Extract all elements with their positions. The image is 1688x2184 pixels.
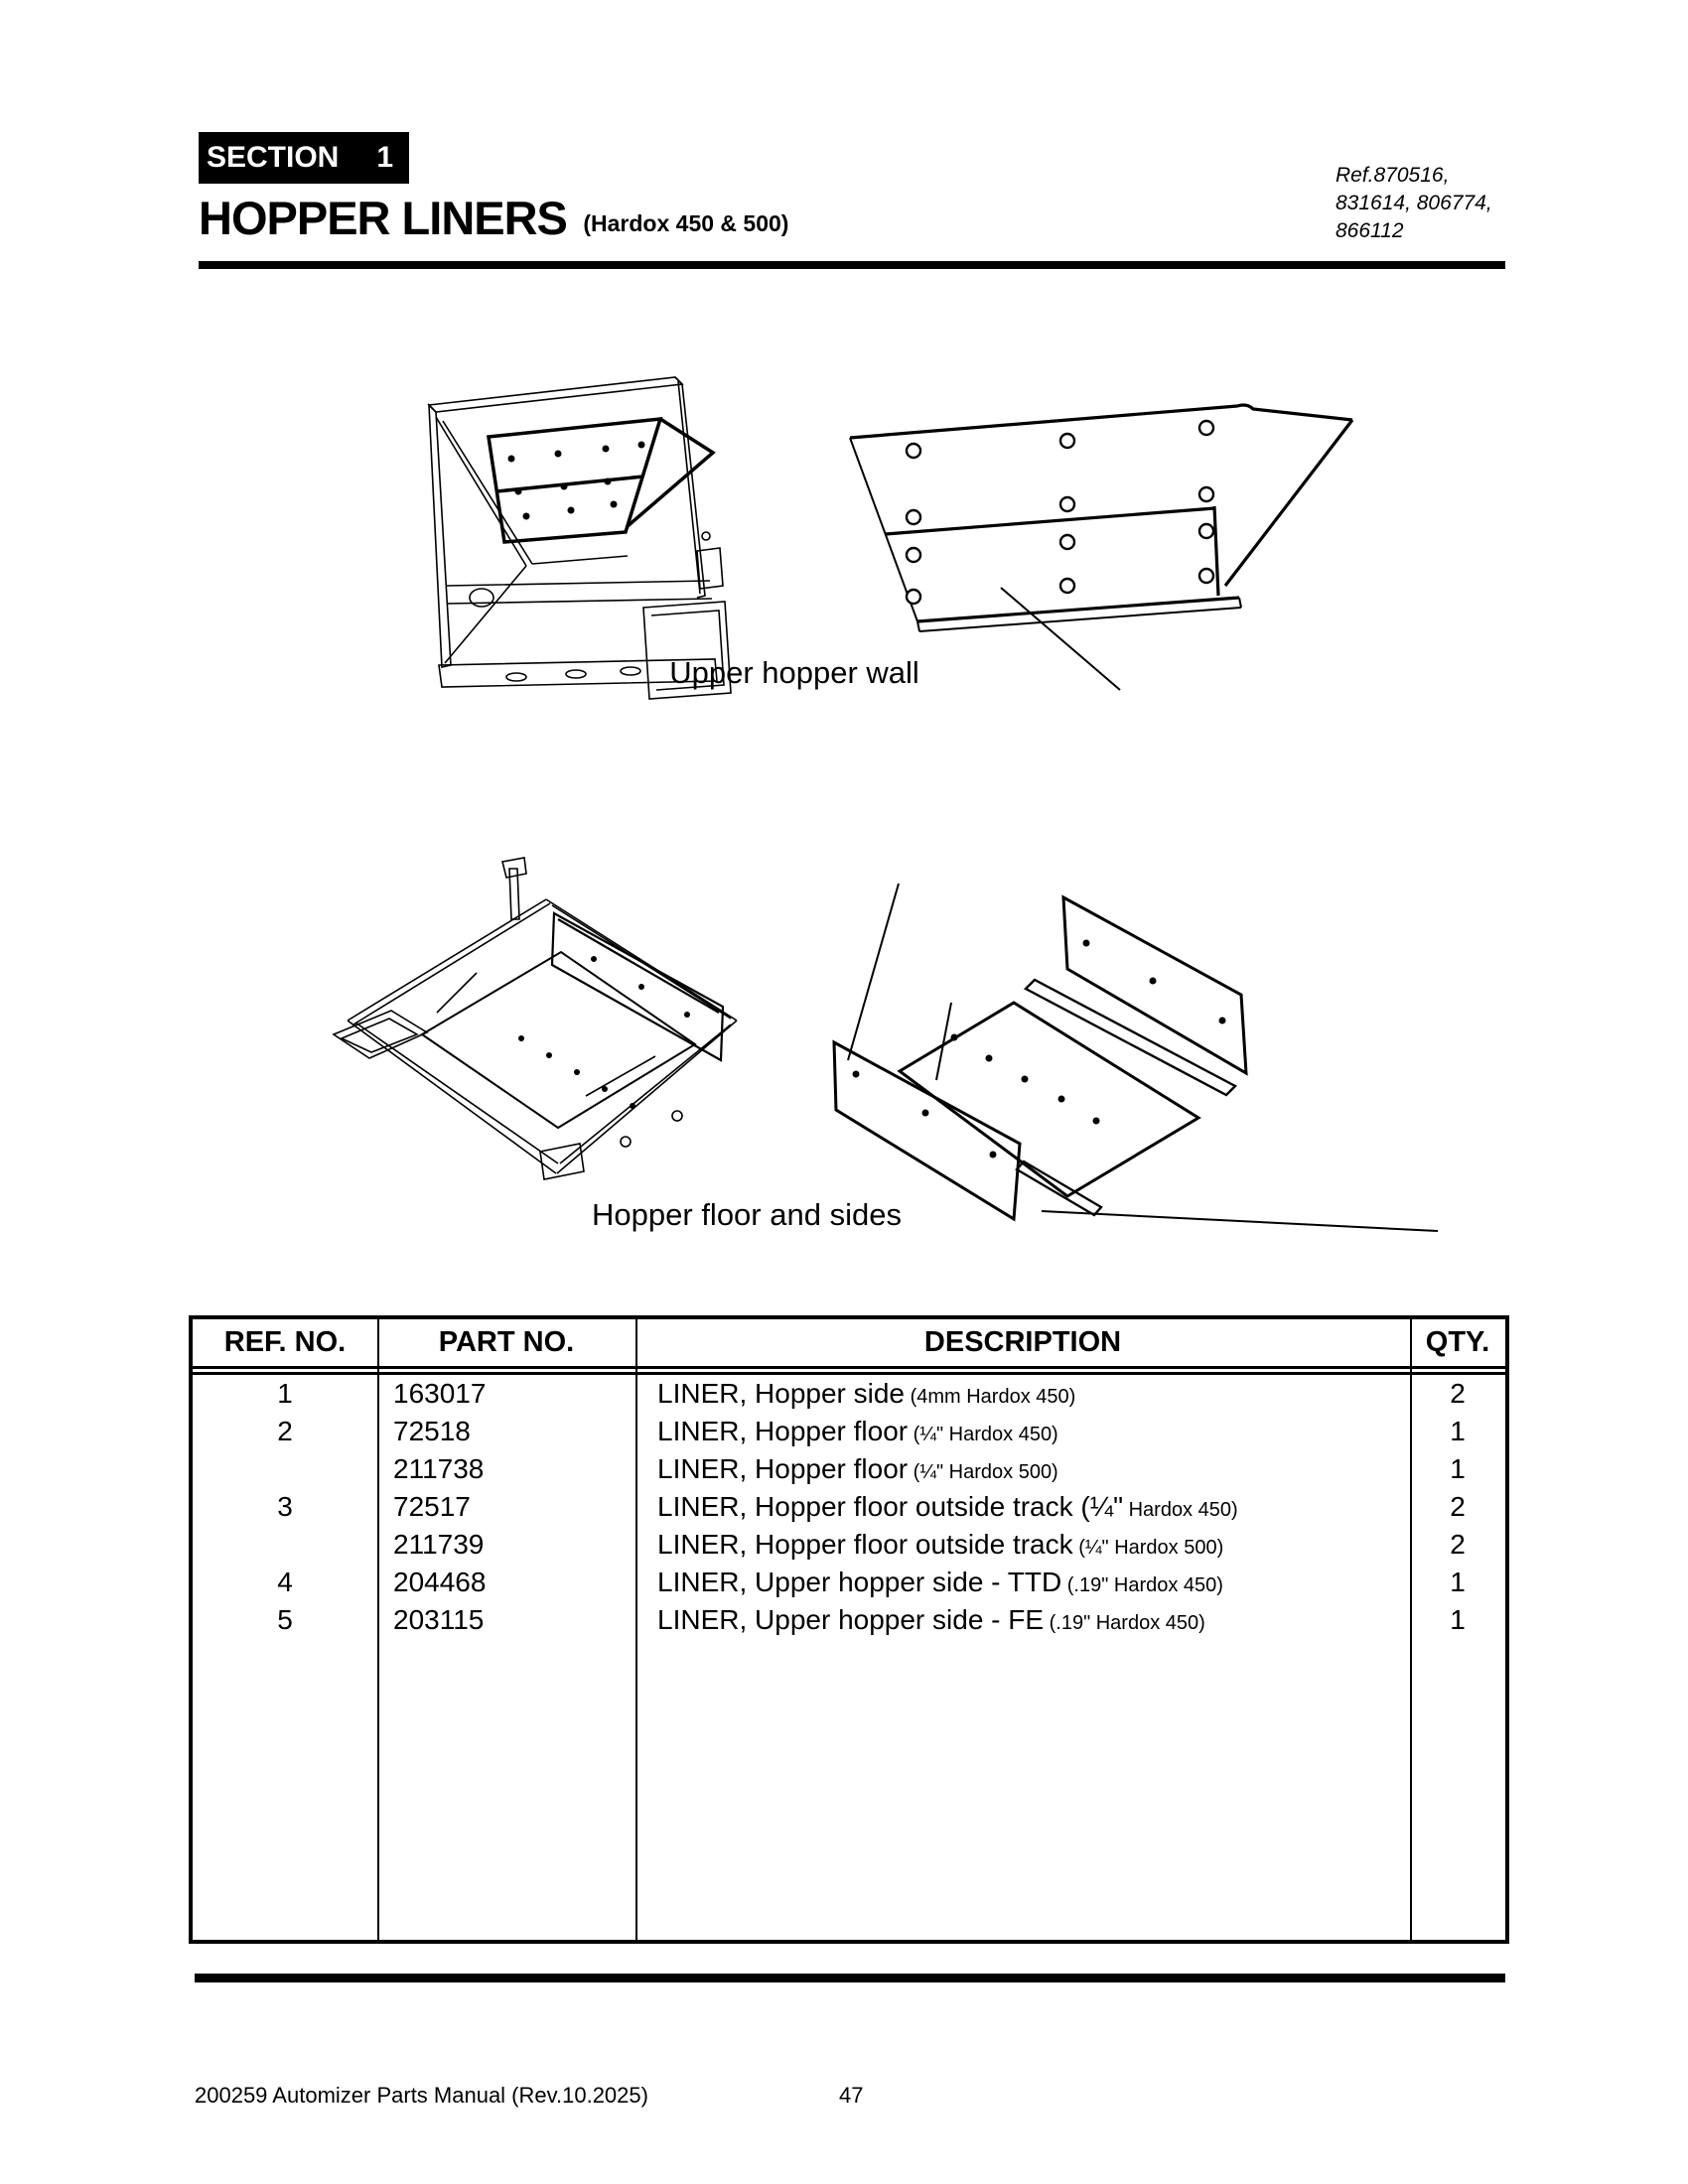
cell-qty: 1 xyxy=(1450,1416,1466,1446)
cell-qty: 1 xyxy=(1450,1567,1466,1597)
footer-page-number: 47 xyxy=(839,2083,864,2108)
footer-manual-id: 200259 Automizer Parts Manual (Rev.10.20… xyxy=(195,2083,648,2108)
description-main: LINER, Hopper floor xyxy=(657,1416,909,1446)
description-detail: (4mm Hardox 450) xyxy=(905,1386,1076,1408)
section-badge-number: 1 xyxy=(376,141,393,174)
header-description: DESCRIPTION xyxy=(923,1325,1122,1358)
section-badge-label: SECTION xyxy=(207,141,340,174)
leader-line xyxy=(1000,587,1121,691)
cell-qty: 1 xyxy=(1450,1604,1466,1635)
column-divider xyxy=(377,1319,379,1940)
cell-part-no: 203115 xyxy=(393,1604,485,1635)
cell-description: LINER, Hopper floor (¼" Hardox 500) xyxy=(635,1453,1410,1485)
header-ref-no: REF. NO. xyxy=(223,1325,347,1358)
cell-qty: 2 xyxy=(1450,1491,1466,1522)
column-divider xyxy=(635,1319,637,1940)
description-detail: (.19" Hardox 450) xyxy=(1061,1574,1223,1596)
cell-part-no: 211738 xyxy=(393,1453,485,1484)
table-row: 2 72518 LINER, Hopper floor (¼" Hardox 450… xyxy=(193,1413,1505,1450)
figure-hopper-floor-and-sides xyxy=(328,854,1440,1236)
reference-note: Ref.870516, 831614, 806774, 866112 xyxy=(1336,164,1492,242)
cell-description: LINER, Upper hopper side - TTD (.19" Har… xyxy=(635,1567,1410,1598)
header-qty: QTY. xyxy=(1425,1325,1490,1358)
table-row: 5 203115 LINER, Upper hopper side - FE (.1… xyxy=(193,1601,1505,1639)
parts-table-body: 1 163017 LINER, Hopper side (4mm Hardox 45… xyxy=(193,1375,1505,1639)
table-row: 1 163017 LINER, Hopper side (4mm Hardox 45… xyxy=(193,1375,1505,1413)
description-main: LINER, Upper hopper side - FE xyxy=(657,1604,1045,1635)
leader-lines xyxy=(847,883,1439,1232)
page-title: HOPPER LINERS xyxy=(199,192,568,244)
cell-part-no: 72517 xyxy=(393,1491,471,1522)
cell-part-no: 204468 xyxy=(393,1567,487,1597)
cell-description: LINER, Hopper side (4mm Hardox 450) xyxy=(635,1378,1410,1410)
cell-ref-no: 4 xyxy=(277,1567,293,1597)
section-badge: SECTION 1 xyxy=(199,132,409,184)
description-detail: (¼" Hardox 500) xyxy=(1072,1537,1224,1559)
description-main: LINER, Hopper floor outside track (¼" xyxy=(657,1491,1124,1522)
cell-part-no: 211739 xyxy=(393,1529,485,1560)
cell-description: LINER, Upper hopper side - FE (.19" Hard… xyxy=(635,1604,1410,1636)
table-row: 4 204468 LINER, Upper hopper side - TTD (.… xyxy=(193,1564,1505,1601)
figure-caption-upper-hopper-wall: Upper hopper wall xyxy=(669,655,919,690)
footer-rule xyxy=(195,1974,1505,1982)
page-title-row: HOPPER LINERS (Hardox 450 & 500) xyxy=(199,191,788,245)
cell-description: LINER, Hopper floor outside track (¼" Ha… xyxy=(635,1529,1410,1561)
cell-qty: 2 xyxy=(1450,1529,1466,1560)
description-detail: Hardox 450) xyxy=(1123,1499,1238,1521)
figure-caption-hopper-floor: Hopper floor and sides xyxy=(592,1197,902,1232)
parts-table-header: REF. NO. PART NO. DESCRIPTION QTY. xyxy=(193,1319,1505,1365)
upper-hopper-wall-drawing xyxy=(427,376,1354,700)
description-main: LINER, Hopper floor outside track xyxy=(657,1529,1073,1560)
column-divider xyxy=(1410,1319,1412,1940)
description-main: LINER, Hopper floor xyxy=(657,1453,909,1484)
parts-table: REF. NO. PART NO. DESCRIPTION QTY. 1 1630… xyxy=(189,1315,1509,1944)
table-row: 211738 LINER, Hopper floor (¼" Hardox 500… xyxy=(193,1450,1505,1488)
header-rule xyxy=(199,261,1505,269)
header-divider xyxy=(193,1366,1505,1375)
description-detail: (¼" Hardox 450) xyxy=(908,1424,1058,1445)
header-part-no: PART NO. xyxy=(438,1325,575,1358)
table-row: 3 72517 LINER, Hopper floor outside track … xyxy=(193,1488,1505,1526)
cell-part-no: 72518 xyxy=(393,1416,471,1446)
description-main: LINER, Hopper side xyxy=(657,1378,906,1409)
cell-ref-no: 1 xyxy=(277,1378,293,1409)
cell-ref-no: 2 xyxy=(277,1416,293,1446)
table-row: 211739 LINER, Hopper floor outside track … xyxy=(193,1526,1505,1564)
description-detail: (.19" Hardox 450) xyxy=(1044,1612,1205,1634)
cell-description: LINER, Hopper floor outside track (¼" Ha… xyxy=(635,1491,1410,1523)
cell-qty: 2 xyxy=(1450,1378,1466,1409)
cell-ref-no: 5 xyxy=(277,1604,293,1635)
cell-ref-no: 3 xyxy=(277,1491,293,1522)
cell-description: LINER, Hopper floor (¼" Hardox 450) xyxy=(635,1416,1410,1447)
figure-upper-hopper-wall xyxy=(377,338,1410,715)
page-subtitle: (Hardox 450 & 500) xyxy=(583,210,789,236)
description-detail: (¼" Hardox 500) xyxy=(908,1461,1058,1483)
hopper-floor-drawing xyxy=(332,857,1439,1232)
description-main: LINER, Upper hopper side - TTD xyxy=(657,1567,1062,1597)
cell-part-no: 163017 xyxy=(393,1378,487,1409)
cell-qty: 1 xyxy=(1450,1453,1466,1484)
